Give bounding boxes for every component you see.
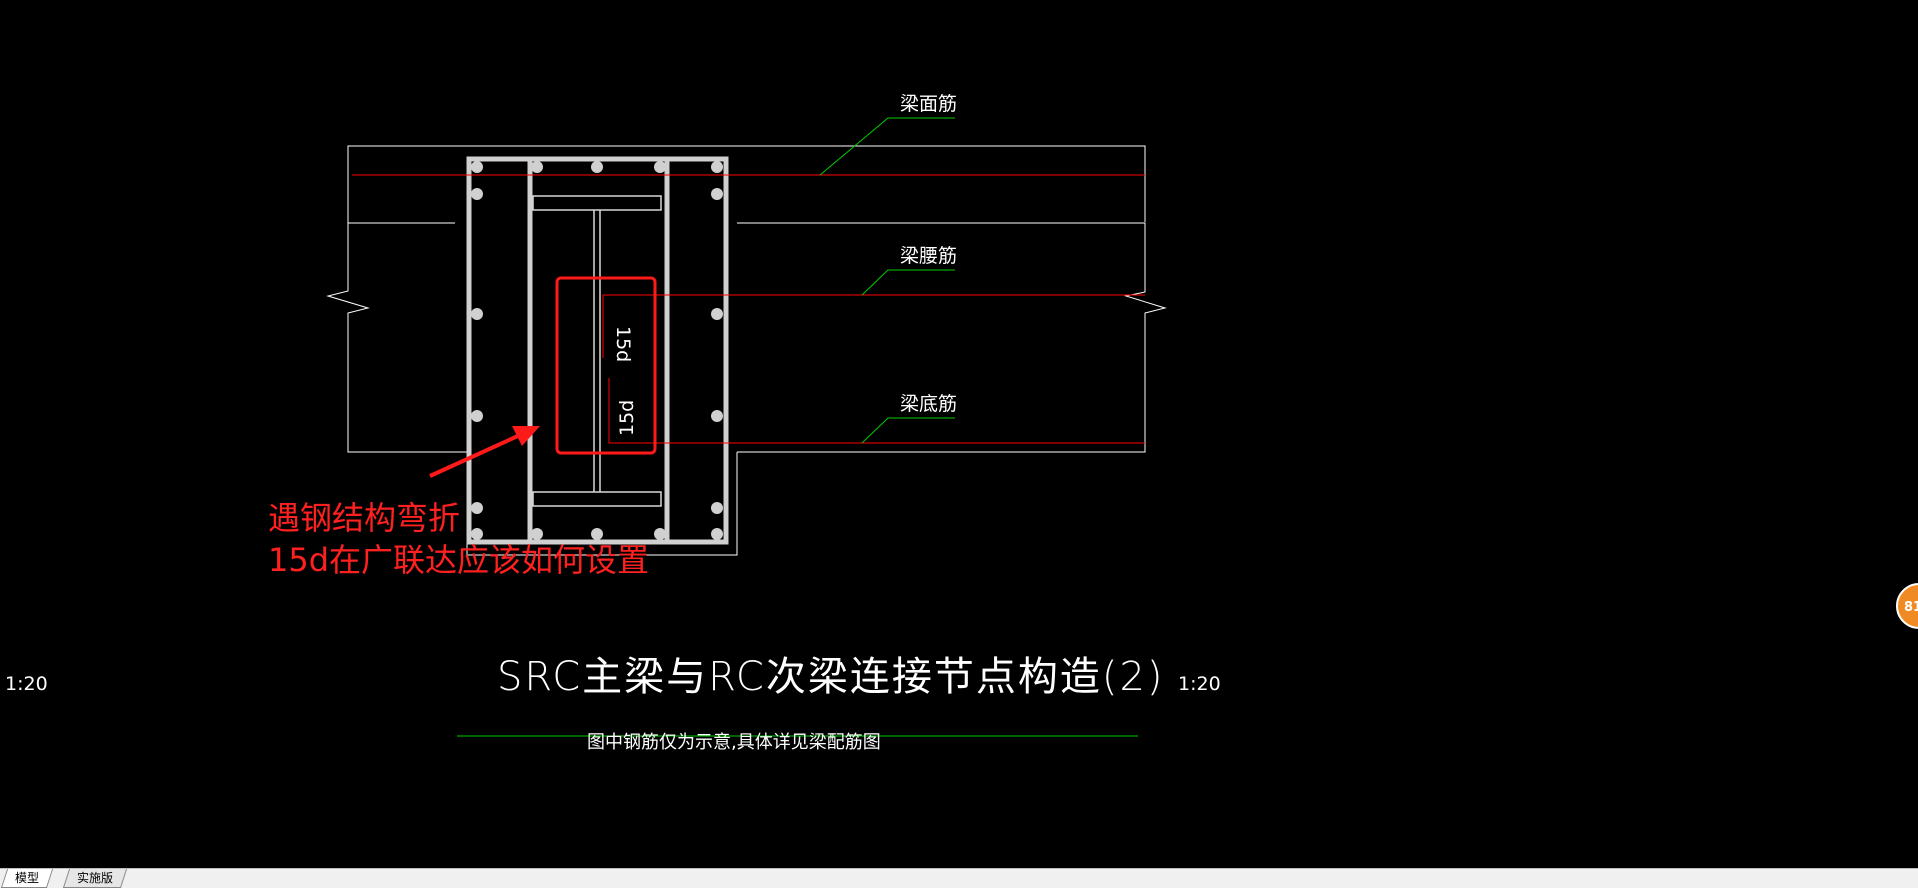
annotation-arrow [429, 426, 540, 478]
label-bottom-rebar: 梁底筋 [900, 393, 957, 415]
stirrups [466, 156, 729, 545]
beam-outline [326, 145, 1167, 556]
leader-lines [457, 117, 1138, 737]
tab-model-label: 模型 [15, 871, 40, 885]
steel-section [532, 195, 662, 507]
annotation-line-1: 遇钢结构弯折 [268, 499, 461, 537]
cad-drawing-canvas[interactable]: 梁面筋 梁腰筋 梁底筋 15d 15d SRC主梁与RC次梁连接节点构造(2) … [0, 0, 1918, 868]
tab-model[interactable]: 模型 [0, 869, 54, 888]
annotation-line-2: 15d在广联达应该如何设置 [268, 541, 650, 579]
tab-layout-label: 实施版 [77, 871, 114, 885]
rebar-lines [352, 174, 1145, 444]
detail-drawing: 梁面筋 梁腰筋 梁底筋 15d 15d SRC主梁与RC次梁连接节点构造(2) … [5, 93, 1221, 753]
drawing-subtitle: 图中钢筋仅为示意,具体详见梁配筋图 [587, 732, 881, 753]
label-top-rebar: 梁面筋 [900, 93, 957, 115]
drawing-title: SRC主梁与RC次梁连接节点构造(2) [497, 654, 1165, 700]
layout-tab-bar: 模型 实施版 [0, 868, 1918, 888]
scale-right: 1:20 [1178, 673, 1221, 695]
scale-left: 1:20 [5, 673, 48, 695]
rebar-dots [471, 161, 723, 540]
label-side-rebar: 梁腰筋 [900, 245, 957, 267]
tab-layout[interactable]: 实施版 [62, 869, 128, 888]
dim-upper-15d: 15d [612, 326, 634, 362]
highlight-box [555, 276, 657, 455]
dim-lower-15d: 15d [616, 400, 638, 436]
annotation-note: 遇钢结构弯折 15d在广联达应该如何设置 [268, 497, 649, 581]
